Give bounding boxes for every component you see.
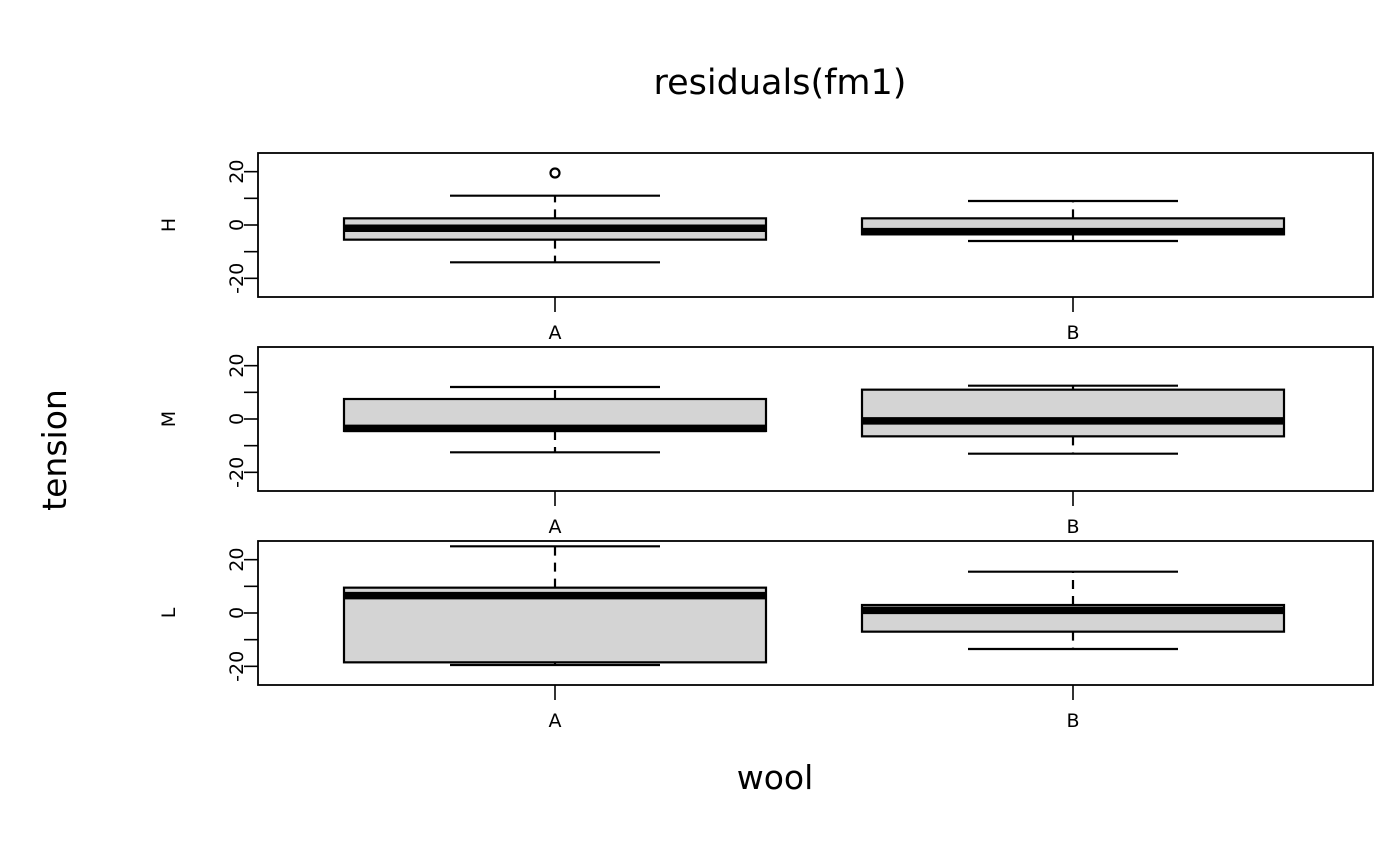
box-iqr xyxy=(342,586,768,664)
boxplot-m-a xyxy=(342,385,768,454)
y-axis-tick-label: 0 xyxy=(226,219,248,231)
page-title: residuals(fm1) xyxy=(654,63,907,103)
panel-strip-label-l: L xyxy=(158,607,180,618)
panel-l: -20 0 20L A B xyxy=(158,540,1374,732)
x-axis-tick-label: A xyxy=(549,322,562,344)
y-axis-tick-label: -20 xyxy=(226,651,248,682)
y-axis-tick-label: 0 xyxy=(226,607,248,619)
x-axis-tick-label: A xyxy=(549,516,562,538)
panel-strip-label-m: M xyxy=(158,411,180,427)
y-axis-tick-label: -20 xyxy=(226,457,248,488)
boxplot-h-a xyxy=(342,167,768,264)
box-iqr xyxy=(860,388,1286,438)
x-axis-tick-label: B xyxy=(1066,516,1079,538)
panel-strip-label-h: H xyxy=(158,218,180,232)
y-axis-tick-label: 20 xyxy=(226,354,248,378)
boxplot-m-b xyxy=(860,384,1286,455)
y-axis-tick-label: 20 xyxy=(226,160,248,184)
y-axis-tick-label: 0 xyxy=(226,413,248,425)
x-axis-tick-label: B xyxy=(1066,710,1079,732)
boxplot-h-b xyxy=(860,199,1286,243)
y-axis-title: tension xyxy=(35,389,74,511)
panel-h: -20 0 20H A B xyxy=(158,152,1374,344)
x-axis-title: wool xyxy=(737,758,814,797)
x-axis-tick-label: A xyxy=(549,710,562,732)
outlier-point xyxy=(549,167,561,179)
y-axis-tick-label: 20 xyxy=(226,548,248,572)
boxplot-l-a xyxy=(342,545,768,667)
boxplot-l-b xyxy=(860,570,1286,651)
x-axis-tick-label: B xyxy=(1066,322,1079,344)
panel-m: -20 0 20M A B xyxy=(158,346,1374,538)
y-axis-tick-label: -20 xyxy=(226,263,248,294)
